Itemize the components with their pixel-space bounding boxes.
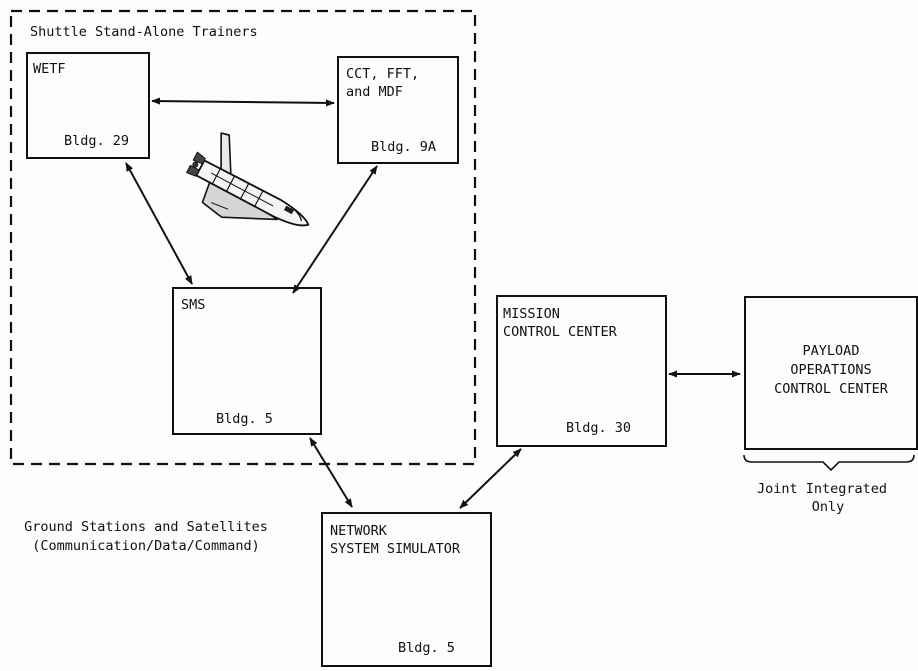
wetf-name: WETF: [33, 61, 66, 77]
group-label: Shuttle Stand-Alone Trainers: [30, 24, 258, 40]
arrow-sms-nss: [310, 438, 352, 507]
pocc-note-line-1: Joint Integrated: [757, 481, 887, 497]
nss-name-line-2: SYSTEM SIMULATOR: [330, 541, 461, 557]
pocc-name-line-3: CONTROL CENTER: [774, 381, 889, 397]
pocc-name-line-1: PAYLOAD: [803, 343, 860, 359]
nss-name-line-1: NETWORK: [330, 523, 388, 539]
sms-location: Bldg. 5: [216, 411, 273, 427]
ground-stations-line-1: Ground Stations and Satellites: [24, 519, 268, 535]
wetf-location: Bldg. 29: [64, 133, 129, 149]
arrow-cct-sms: [293, 166, 377, 293]
arrow-mcc-nss: [460, 449, 521, 508]
sms-name: SMS: [181, 297, 205, 313]
cct-location: Bldg. 9A: [371, 139, 436, 155]
nss-location: Bldg. 5: [398, 640, 455, 656]
cct-name-line-1: CCT, FFT,: [346, 66, 419, 82]
pocc-name-line-2: OPERATIONS: [790, 362, 871, 378]
mcc-name-line-1: MISSION: [503, 306, 560, 322]
mcc-location: Bldg. 30: [566, 420, 631, 436]
arrow-wetf-sms: [126, 163, 192, 284]
pocc-bracket: [744, 455, 914, 470]
cct-name-line-2: and MDF: [346, 84, 403, 100]
ground-stations-line-2: (Communication/Data/Command): [32, 538, 260, 554]
arrow-wetf-cct: [152, 101, 334, 103]
pocc-note-line-2: Only: [812, 499, 845, 515]
space-shuttle-icon: [176, 126, 328, 255]
mcc-name-line-2: CONTROL CENTER: [503, 324, 618, 340]
